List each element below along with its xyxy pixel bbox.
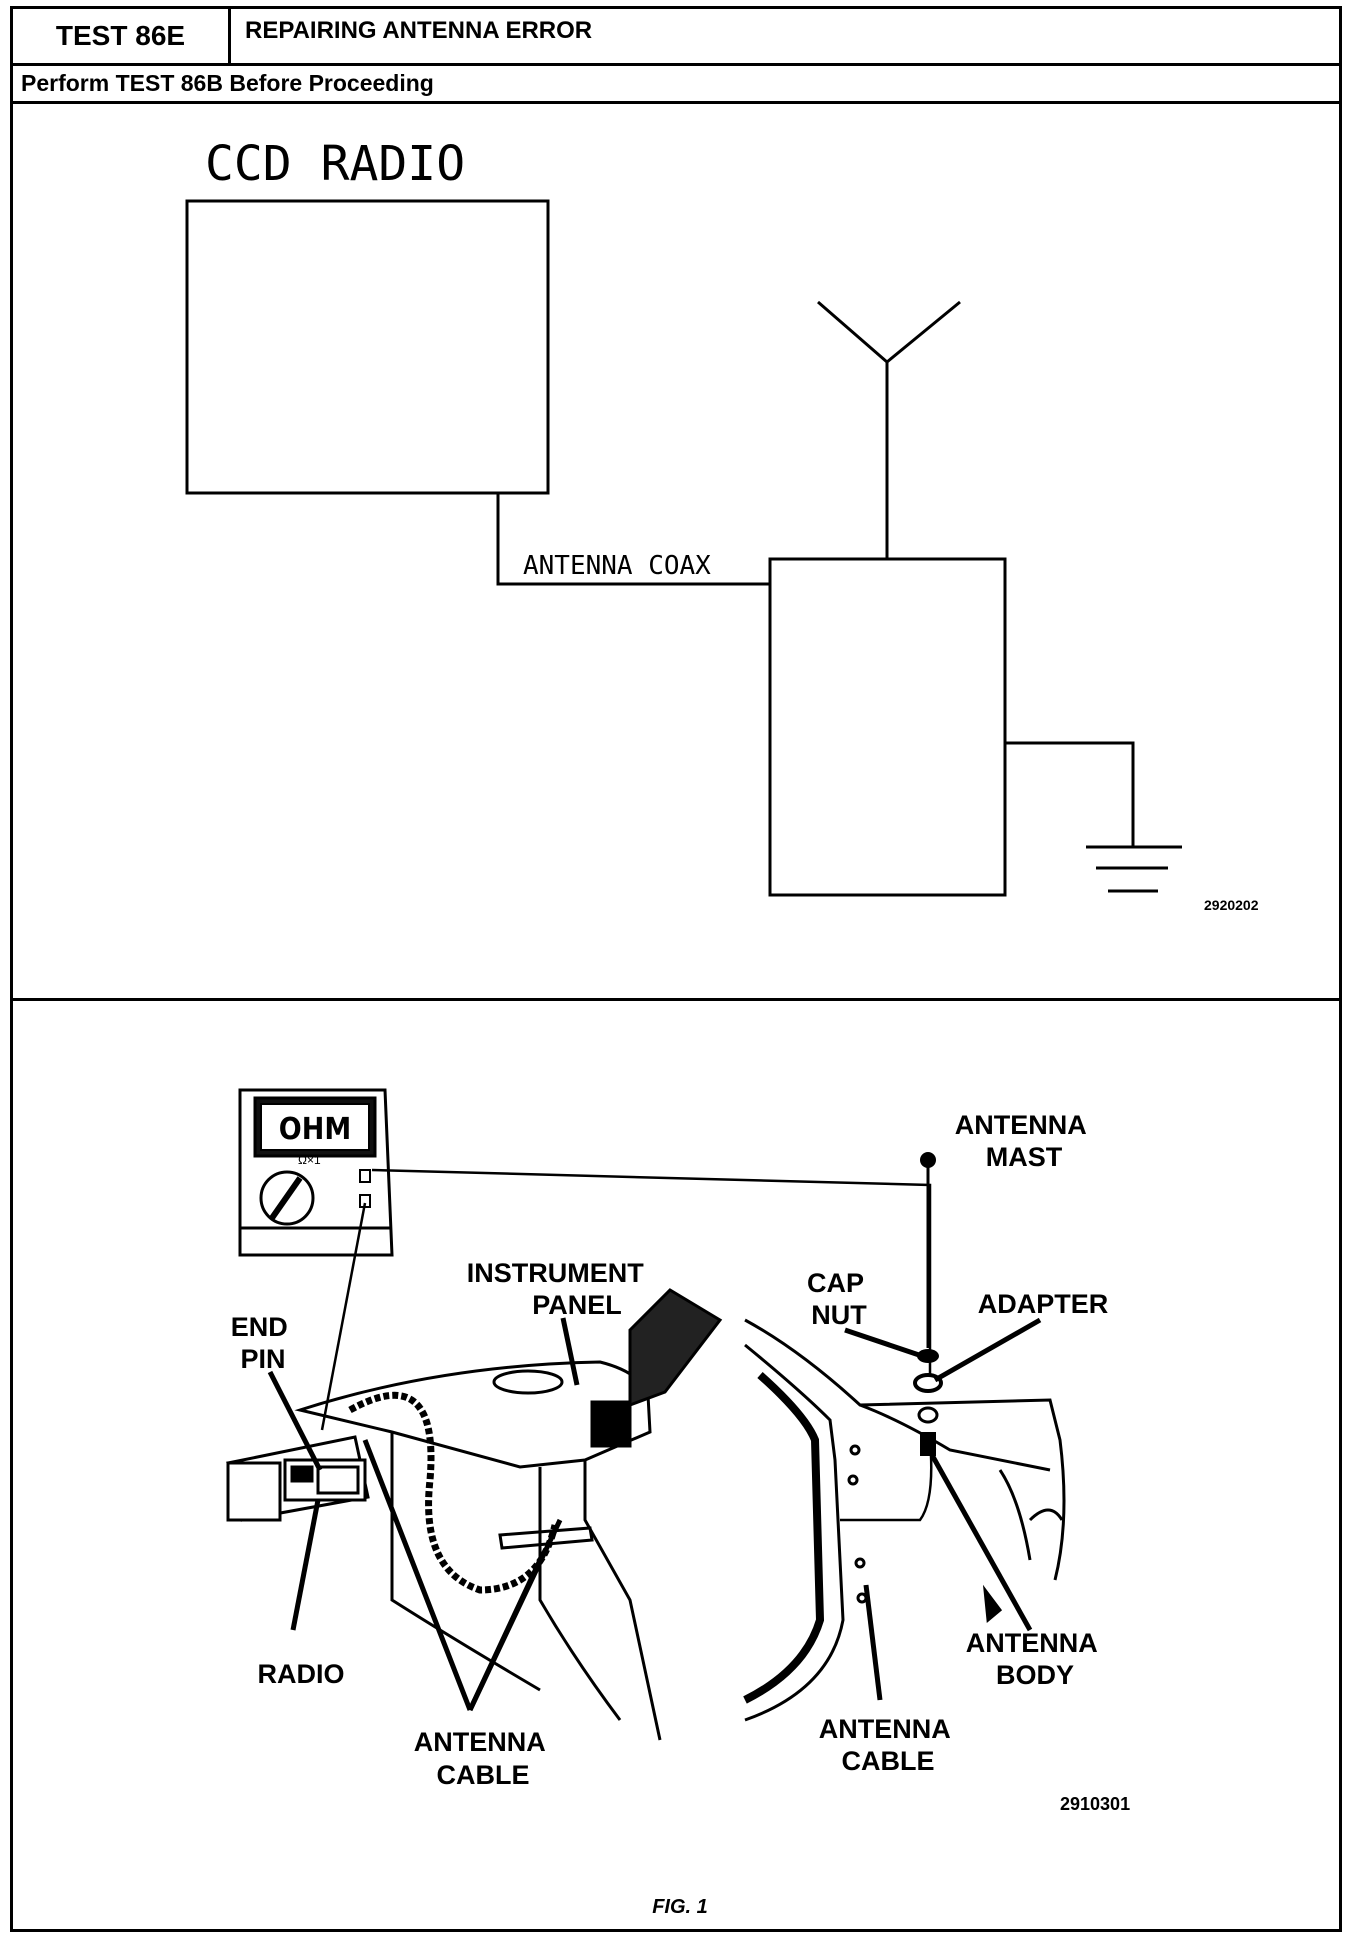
antenna-mast-left-arm [817,300,888,364]
figure-caption: FIG. 1 [652,1896,708,1918]
page-title: REPAIRING ANTENNA ERROR [245,17,593,44]
meter-display: OHM [279,1112,351,1147]
label-radio: RADIO [258,1659,345,1689]
ground-lead [1005,741,1135,847]
test-id: TEST 86E [13,9,231,66]
antenna-coax-line [496,493,770,586]
ground-symbol [1086,845,1182,893]
prerequisite-bar: Perform TEST 86B Before Proceeding [10,63,1342,104]
test-leads [320,1168,932,1431]
meter-range: Ω×1 [298,1153,321,1167]
label-end-pin: END PIN [231,1312,296,1374]
label-antenna-cable-right: ANTENNA CABLE [819,1714,958,1776]
panel-divider [10,998,1342,1001]
ccd-radio-box [185,199,550,495]
leader-lines [267,1317,1042,1712]
label-adapter: ADAPTER [978,1289,1109,1319]
car-body-drawing [743,1318,1066,1722]
antenna-schematic: CCD RADIO ANTENNA COAX 2920202 [185,136,1259,913]
label-antenna-mast: ANTENNA MAST [955,1110,1094,1172]
label-cap-nut: CAP NUT [807,1268,871,1330]
header-bar: TEST 86E REPAIRING ANTENNA ERROR [10,6,1342,66]
prerequisite-text: Perform TEST 86B Before Proceeding [21,70,434,96]
cap-nut [917,1349,939,1363]
ohmmeter [238,1088,394,1257]
illustration-figure-number: 2910301 [1060,1794,1130,1814]
schematic-figure-number: 2920202 [1204,897,1259,913]
antenna-mast-right-arm [886,300,961,364]
instrument-panel-drawing [294,1288,723,1741]
label-antenna-cable-left: ANTENNA CABLE [414,1727,553,1790]
radio-unit [226,1435,370,1522]
antenna-coax-label: ANTENNA COAX [523,551,711,581]
label-instrument-panel: INSTRUMENT PANEL [467,1258,652,1320]
ccd-radio-label: CCD RADIO [205,136,465,192]
label-antenna-body: ANTENNA BODY [966,1628,1105,1690]
antenna-body-top [917,1406,939,1424]
